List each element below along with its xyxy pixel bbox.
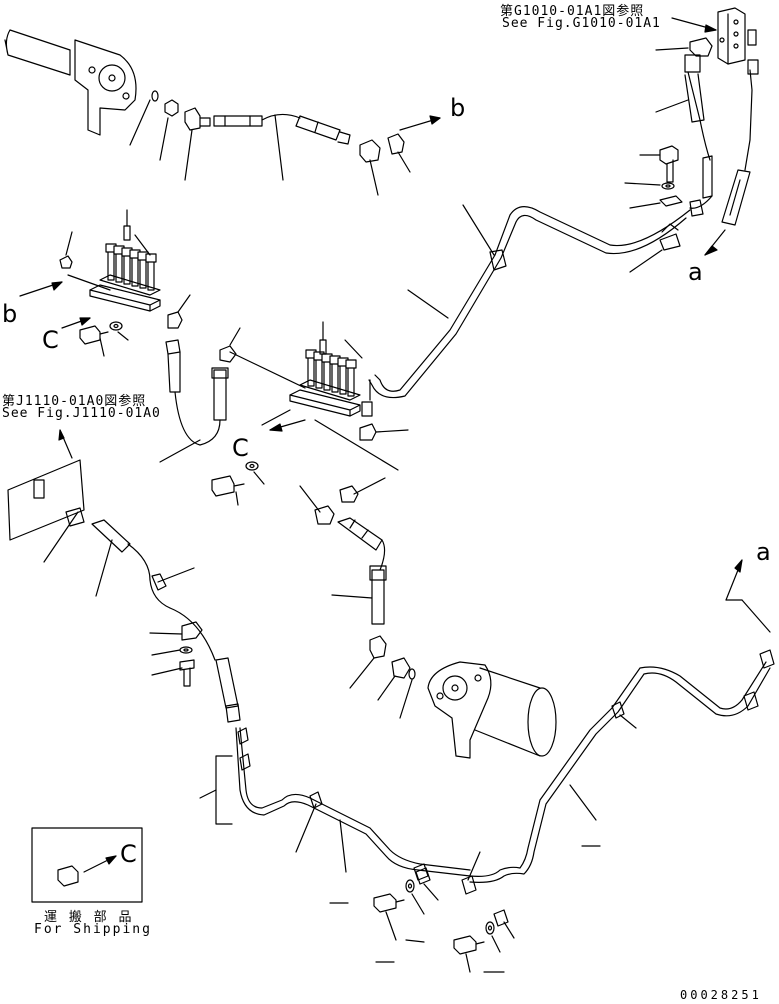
connection-label-b-left: b: [2, 300, 18, 328]
reference-label-g1010-jp: 第G1010-01A1図参照: [500, 4, 645, 19]
leader-lines-top: [129, 99, 411, 196]
shipping-parts-box: [31, 827, 143, 903]
hose-left-u: [159, 327, 306, 463]
connection-label-a-lower: a: [756, 538, 771, 566]
connection-label-b-upper: b: [450, 94, 466, 122]
shipping-label-en: For Shipping: [34, 922, 152, 937]
cylinder-lower: [427, 661, 557, 759]
hose-upper-right: [689, 119, 751, 256]
fittings-below-center: [299, 477, 416, 719]
grease-manifold-left: [19, 209, 191, 357]
pipe-lower-run: [199, 727, 471, 881]
pipe-lower-right-run: [461, 559, 775, 895]
grease-manifold-center: [211, 321, 409, 506]
valve-block-upper-right: [671, 7, 759, 141]
pipe-upper-right-to-center: [361, 204, 691, 417]
connection-label-c-left: C: [42, 326, 59, 354]
document-number: 00028251: [680, 988, 762, 1002]
reference-label-j1110-en: See Fig.J1110-01A0: [2, 406, 161, 421]
top-row-fittings: [151, 90, 441, 163]
reference-label-j1110-jp: 第J1110-01A0図参照: [2, 394, 147, 409]
shipping-label-jp: 運 搬 部 品: [44, 910, 134, 925]
reference-label-g1010-en: See Fig.G1010-01A1: [502, 16, 661, 31]
connection-label-a-upper: a: [688, 258, 703, 286]
connection-label-c-center: C: [232, 434, 249, 462]
clamp-assembly-upper-right: [624, 47, 689, 273]
connection-label-c-shipping: C: [120, 840, 137, 868]
cylinder-upper-left: [4, 29, 137, 136]
manifold-center-injectors: [305, 349, 357, 397]
reference-plate-j1110: [7, 429, 85, 541]
hose-left-lower: [43, 507, 241, 723]
bottom-bolt-assemblies: [329, 867, 515, 973]
manifold-left-injectors: [105, 243, 157, 291]
